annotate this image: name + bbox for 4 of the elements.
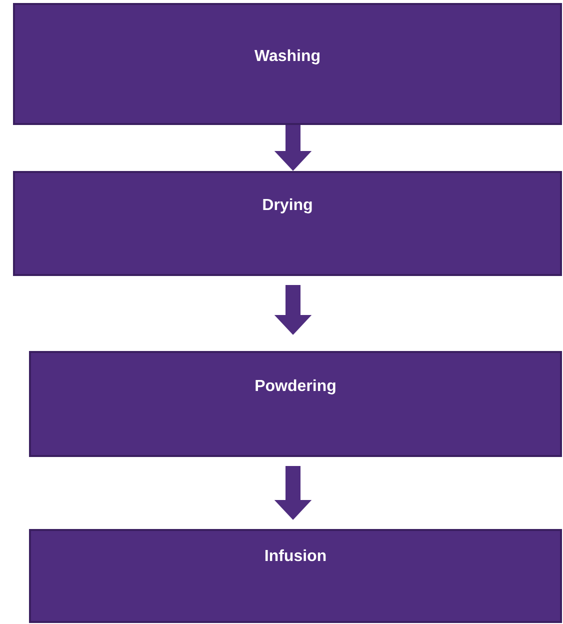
process-box: Infusion — [29, 529, 562, 623]
process-box: Washing — [13, 3, 562, 125]
process-box: Powdering — [29, 351, 562, 457]
process-box: Drying — [13, 171, 562, 276]
